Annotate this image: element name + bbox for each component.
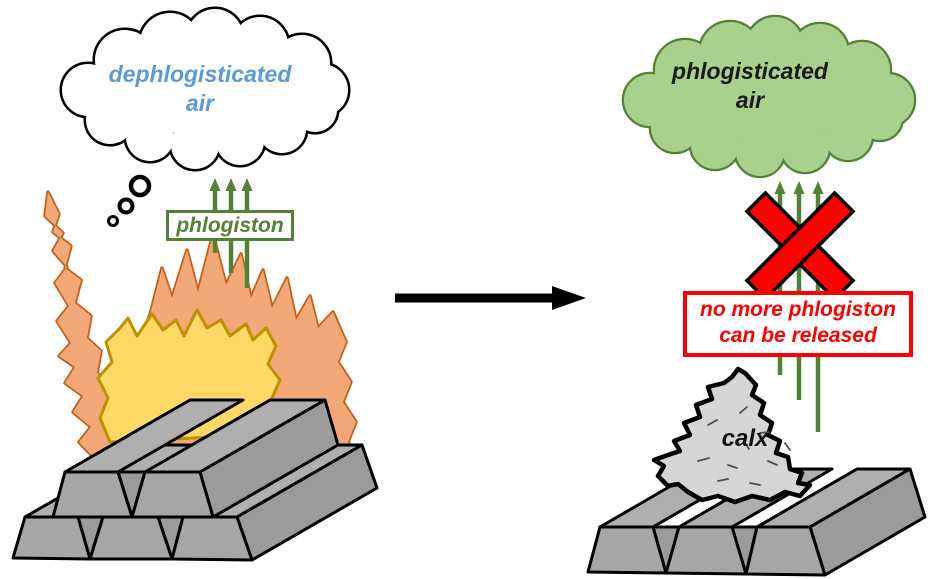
- arrow-up-icon: [793, 181, 805, 194]
- dephlogisticated-air-label: dephlogisticated air: [108, 61, 292, 116]
- arrow-up-icon: [241, 178, 253, 191]
- thought-trail-bubble: [117, 197, 135, 215]
- phlogiston-label: phlogiston: [176, 214, 284, 237]
- blocked-label-line1: no more phlogiston: [700, 298, 896, 321]
- arrow-up-icon: [209, 178, 221, 191]
- flame-icon: [43, 190, 362, 468]
- metal-ingots-right: [586, 467, 927, 577]
- calx-lump-icon: [651, 366, 813, 505]
- thought-trail-bubble: [128, 174, 152, 198]
- transition-arrow-icon: [395, 286, 586, 310]
- arrow-up-icon: [774, 181, 786, 194]
- no-phlogiston-label-box: no more phlogiston can be released: [683, 291, 913, 357]
- arrow-up-icon: [812, 181, 824, 194]
- calx-label: calx: [721, 425, 769, 452]
- red-x-icon: [744, 190, 856, 302]
- thought-trail-bubble: [107, 215, 119, 227]
- metal-ingots-left: [11, 398, 379, 562]
- flame-core: [96, 308, 284, 444]
- arrow-up-icon: [225, 178, 237, 191]
- phlogiston-label-box: phlogiston: [166, 210, 294, 241]
- thought-cloud-icon: [50, 5, 360, 227]
- blocked-label-line2: can be released: [719, 324, 877, 347]
- phlogisticated-air-label: phlogisticated air: [672, 58, 828, 113]
